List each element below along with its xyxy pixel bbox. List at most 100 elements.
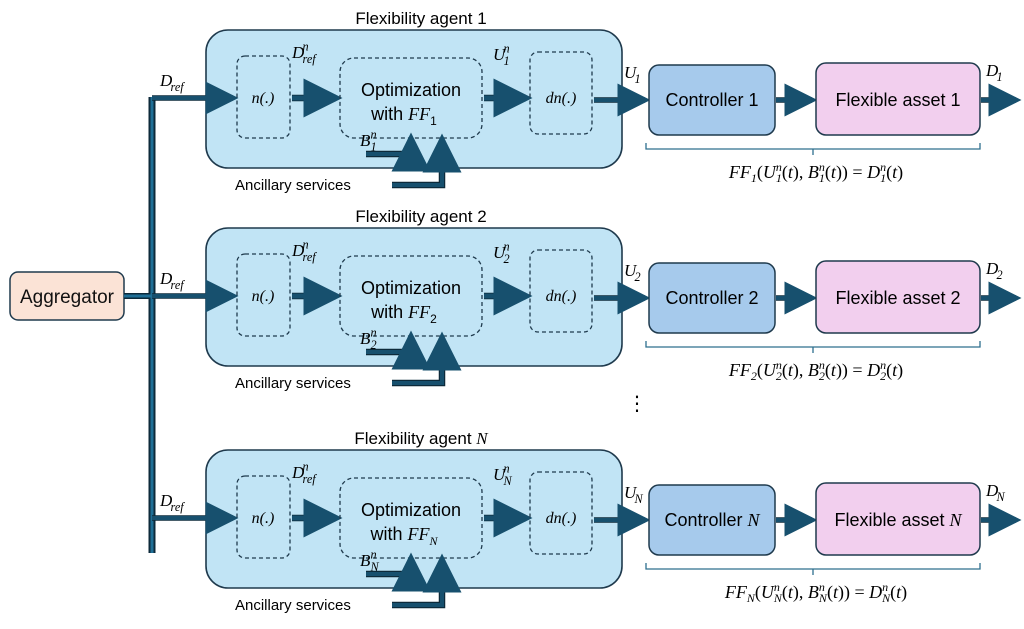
eq-u-sub: N <box>773 591 783 605</box>
eq-ff-sub: 1 <box>751 171 757 185</box>
denormalize-label: dn(.) <box>546 510 577 527</box>
ancillary-arrow <box>392 338 444 385</box>
more-agents-ellipsis: ⋮ <box>627 393 647 415</box>
eq-t: t <box>896 582 902 602</box>
flexible-asset-name: Flexible asset <box>835 288 950 308</box>
dref-n-label-sub: ref <box>303 250 318 264</box>
controller-box <box>648 64 776 136</box>
optimization-ff-sub: 2 <box>430 312 437 326</box>
b-n-label-sub: 1 <box>371 140 377 154</box>
agent-title-prefix: Flexibility agent <box>355 207 477 226</box>
eq-paren: ), <box>793 162 808 183</box>
eq-u: U <box>763 162 777 182</box>
d-output-label-base: D <box>985 481 999 500</box>
u-n-label-sup: n <box>504 41 510 55</box>
controller-index: 1 <box>749 90 759 110</box>
u-n-label-sub: 1 <box>504 54 510 68</box>
eq-ff: FF <box>728 360 752 380</box>
eq-paren: ( <box>755 582 761 603</box>
agent-title-index: 2 <box>477 207 486 226</box>
u-output-label-base: U <box>624 63 638 82</box>
dref-n-label-sub: ref <box>303 52 318 66</box>
eq-t: t <box>788 360 794 380</box>
normalize-label: n(.) <box>252 510 275 527</box>
eq-b-sup: n <box>819 358 825 372</box>
u-output-label: UN <box>624 483 644 506</box>
input-dref-label-base: D <box>159 491 173 510</box>
optimization-ff: FF <box>407 302 431 322</box>
u-output-label: U1 <box>624 63 641 86</box>
agent-title-index: N <box>475 429 489 448</box>
u-n-label-sup: n <box>504 461 510 475</box>
eq-d-sup: n <box>882 580 888 594</box>
b-n-label-sup: n <box>371 325 377 339</box>
controller-label: Controller N <box>664 510 760 530</box>
eq-u-sup: n <box>776 358 782 372</box>
dref-n-label-sup: n <box>303 39 309 53</box>
aggregator-label: Aggregator <box>20 287 115 308</box>
function-brace <box>645 341 981 353</box>
normalize-box <box>236 253 291 337</box>
b-n-arrow <box>366 139 413 156</box>
eq-paren: ( <box>886 360 892 381</box>
agent-title-prefix: Flexibility agent <box>354 429 476 448</box>
flexible-asset-box <box>815 482 981 556</box>
normalize-label: n(.) <box>252 90 275 107</box>
u-n-label-sup: n <box>504 239 510 253</box>
d-output-label: D2 <box>985 259 1003 282</box>
ancillary-services-label: Ancillary services <box>235 597 351 614</box>
u-output-label-sub: 1 <box>635 72 641 86</box>
ancillary-arrow <box>392 140 444 187</box>
dref-n-label-sup: n <box>303 237 309 251</box>
input-dref-label: Dref <box>159 491 185 514</box>
optimization-line1: Optimization <box>361 80 461 100</box>
u-output-label-sub: N <box>634 492 644 506</box>
d-output-label: DN <box>985 481 1006 504</box>
eq-d-sub: N <box>881 591 891 605</box>
optimization-line2: with FF1 <box>370 104 437 128</box>
agent-title: Flexibility agent N <box>354 429 489 448</box>
ancillary-services-label: Ancillary services <box>235 177 351 194</box>
agent-title-index: 1 <box>477 9 486 28</box>
denormalize-box <box>529 249 593 333</box>
denormalize-box <box>529 471 593 555</box>
optimization-ff-sub: N <box>429 534 439 548</box>
u-output-label-sub: 2 <box>635 270 641 284</box>
d-output-label-sub: 2 <box>997 268 1003 282</box>
b-n-label-base: B <box>360 329 371 348</box>
eq-u: U <box>761 582 775 602</box>
input-dref-label: Dref <box>159 269 185 292</box>
eq-paren: ( <box>827 582 833 603</box>
eq-b-sup: n <box>819 580 825 594</box>
optimization-with: with <box>369 524 407 544</box>
input-dref-label-sub: ref <box>171 500 186 514</box>
eq-d-sub: 1 <box>880 171 886 185</box>
agent-title: Flexibility agent 2 <box>355 207 486 226</box>
input-dref-label-sub: ref <box>171 80 186 94</box>
dref-n-label-base: D <box>291 463 305 482</box>
ancillary-services-label: Ancillary services <box>235 375 351 392</box>
input-dref-label-base: D <box>159 71 173 90</box>
denormalize-label: dn(.) <box>546 288 577 305</box>
eq-ff: FF <box>724 582 748 602</box>
b-n-label-sup: n <box>371 547 377 561</box>
b-n-label-base: B <box>360 551 371 570</box>
eq-paren: ( <box>825 360 831 381</box>
eq-u-sub: 1 <box>776 171 782 185</box>
optimization-ff-sub: 1 <box>430 114 437 128</box>
controller-index: N <box>747 510 761 530</box>
u-n-label-base: U <box>493 465 507 484</box>
eq-paren: ), <box>793 582 808 603</box>
eq-ff-sub: N <box>746 591 756 605</box>
optimization-ff: FF <box>407 104 431 124</box>
function-brace <box>645 563 981 575</box>
eq-paren: ( <box>890 582 896 603</box>
u-output-label-base: U <box>624 483 638 502</box>
eq-t: t <box>831 360 837 380</box>
controller-index: 2 <box>749 288 759 308</box>
d-output-label-sub: 1 <box>997 70 1003 84</box>
